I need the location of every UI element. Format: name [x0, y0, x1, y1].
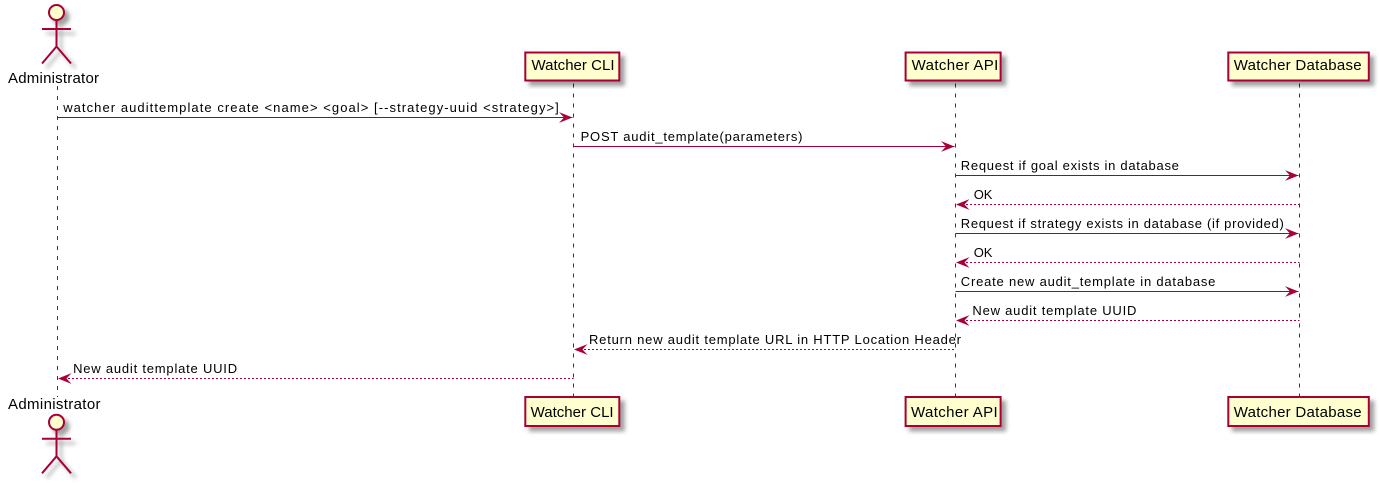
svg-text:Administrator: Administrator [8, 396, 101, 413]
svg-text:Administrator: Administrator [8, 70, 99, 87]
svg-text:Create new audit_template in d: Create new audit_template in database [961, 274, 1216, 289]
svg-text:New audit template UUID: New audit template UUID [972, 303, 1136, 318]
svg-text:Watcher API: Watcher API [912, 57, 999, 74]
svg-text:POST audit_template(parameters: POST audit_template(parameters) [581, 129, 803, 144]
svg-text:Return new audit template URL: Return new audit template URL in HTTP Lo… [589, 332, 962, 347]
svg-text:OK: OK [974, 245, 993, 260]
svg-text:Watcher CLI: Watcher CLI [531, 404, 614, 421]
svg-text:Request if goal exists in data: Request if goal exists in database [961, 158, 1179, 173]
svg-text:watcher audittemplate create <: watcher audittemplate create <name> <goa… [62, 100, 559, 115]
svg-text:Watcher Database: Watcher Database [1234, 404, 1362, 421]
svg-text:Watcher CLI: Watcher CLI [532, 57, 615, 74]
svg-text:OK: OK [974, 187, 993, 202]
svg-text:New audit template UUID: New audit template UUID [73, 361, 237, 376]
svg-text:Watcher API: Watcher API [911, 404, 998, 421]
svg-text:Request if strategy exists in: Request if strategy exists in database (… [961, 216, 1284, 231]
svg-text:Watcher Database: Watcher Database [1234, 57, 1362, 74]
